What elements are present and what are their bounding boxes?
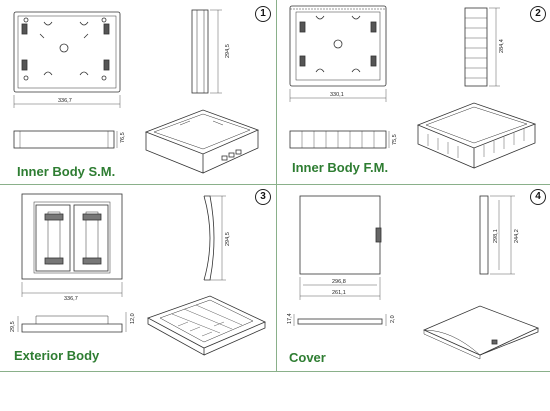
panel-3-isometric-view [147,295,266,356]
panel-4-number-badge: 4 [530,189,546,205]
panel-divider-horizontal [0,184,550,185]
panel-1-front-view [13,11,121,93]
panel-2-front-view [289,5,387,87]
panel-3-number-badge: 3 [255,189,271,205]
dim-label-p4-depth-right: 2,0 [390,315,396,323]
panel-3-bottom-view [17,312,127,333]
dim-label-p1-depth: 76,5 [120,132,126,143]
panel-1-isometric-view [144,109,260,174]
dim-label-p1-width: 336,7 [58,98,72,104]
dim-label-p4-inner-height: 298,1 [493,229,499,243]
panel-4-isometric-view [423,305,540,360]
dim-label-p1-height: 294,5 [225,44,231,58]
panel-4-front-view [299,195,382,275]
dim-label-p2-depth: 75,5 [392,134,398,145]
panel-2-width-dimension [289,89,387,102]
panel-1-title: Inner Body S.M. [17,164,116,179]
panel-4-bottom-view [293,314,387,326]
panel-1-width-dimension [13,95,121,108]
panel-1-bottom-view [13,130,118,149]
panel-2-isometric-view [416,102,537,169]
dim-label-p2-height: 284,4 [499,39,505,53]
dim-label-p2-width: 330,1 [330,92,344,98]
panel-4-width-dimensions [299,277,381,300]
panel-4-title: Cover [289,350,326,365]
dim-label-p3-depth-left: 29,5 [10,321,16,332]
panel-3-title: Exterior Body [14,348,100,363]
panel-1-number-badge: 1 [255,6,271,22]
panel-3-front-view [21,193,123,280]
panel-3-side-view [203,195,226,281]
panel-2-side-view [464,7,500,87]
bottom-border [0,371,550,372]
dim-label-p4-outer-width: 261,1 [332,290,346,296]
panel-2-bottom-view [289,130,390,149]
panel-1-side-view [191,9,222,94]
dim-label-p3-width: 336,7 [64,296,78,302]
panel-2-title: Inner Body F.M. [292,160,389,175]
panel-divider-vertical [276,0,277,372]
panel-4-side-view [479,195,515,275]
panel-3-width-dimension [21,282,123,297]
dim-label-p4-outer-height: 244,2 [514,229,520,243]
dim-label-p4-inner-width: 296,8 [332,279,346,285]
dim-label-p3-depth-right: 12,0 [130,313,136,324]
dim-label-p3-height: 294,5 [225,232,231,246]
dim-label-p4-depth-left: 17,4 [287,313,293,324]
panel-2-number-badge: 2 [530,6,546,22]
